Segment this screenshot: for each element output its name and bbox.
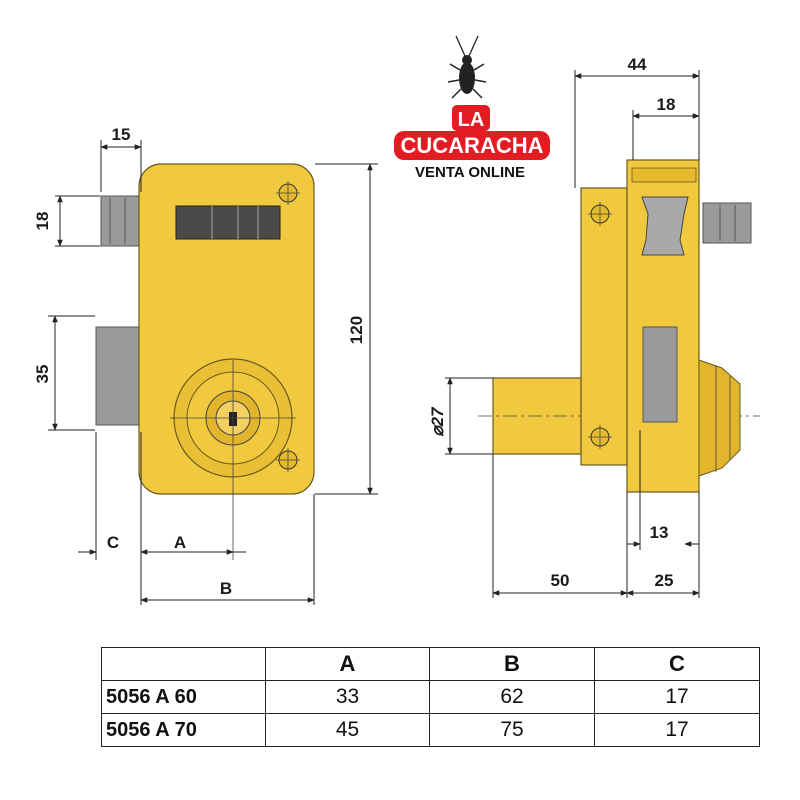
front-view: 15 18 35 120 C A B [33,125,378,605]
side-view: 44 18 ⌀27 50 25 13 [428,55,760,598]
dim-44: 44 [628,55,647,74]
dim-18-left: 18 [33,212,52,231]
dim-18-side: 18 [657,95,676,114]
table-header-empty [101,647,266,681]
table-header-a: A [265,647,430,681]
cockroach-icon [447,35,487,99]
dim-a: A [174,533,186,552]
side-latch-window [642,326,678,423]
side-screw-bottom [588,425,612,449]
table-header-c: C [594,647,760,681]
table-header-b: B [429,647,595,681]
dim-25: 25 [655,571,674,590]
screw-top [276,181,300,205]
rosette [698,359,741,477]
side-bolt [702,202,752,244]
front-latch [95,326,142,426]
table-cell-c: 17 [594,713,760,747]
logo: LA CUCARACHA VENTA ONLINE [394,35,550,181]
side-screw-top [588,202,612,226]
table-row: 5056 A 60 33 62 17 [101,680,760,714]
dim-diameter-27: ⌀27 [428,406,447,437]
dim-b: B [220,579,232,598]
knob [641,196,689,256]
front-slot [175,205,281,240]
dim-35: 35 [33,365,52,384]
logo-cucaracha: CUCARACHA [401,133,544,158]
table-cell-model: 5056 A 70 [101,713,266,747]
table-cell-b: 75 [429,713,595,747]
table-row: 5056 A 70 45 75 17 [101,713,760,747]
dim-c: C [107,533,119,552]
dimensions-table: A B C 5056 A 60 33 62 17 5056 A 70 45 75… [101,647,760,747]
front-bolt [100,195,142,247]
screw-bottom [276,448,300,472]
side-plate [580,187,628,466]
logo-venta-online: VENTA ONLINE [415,164,525,181]
logo-la: LA [458,109,485,131]
dim-120: 120 [347,316,366,344]
table-cell-b: 62 [429,680,595,714]
cylinder-front [170,358,296,560]
dim-15: 15 [112,125,131,144]
table-cell-c: 17 [594,680,760,714]
dim-50: 50 [551,571,570,590]
table-cell-model: 5056 A 60 [101,680,266,714]
table-cell-a: 33 [265,680,430,714]
table-cell-a: 45 [265,713,430,747]
dim-13: 13 [650,523,669,542]
table-header-row: A B C [101,647,760,681]
